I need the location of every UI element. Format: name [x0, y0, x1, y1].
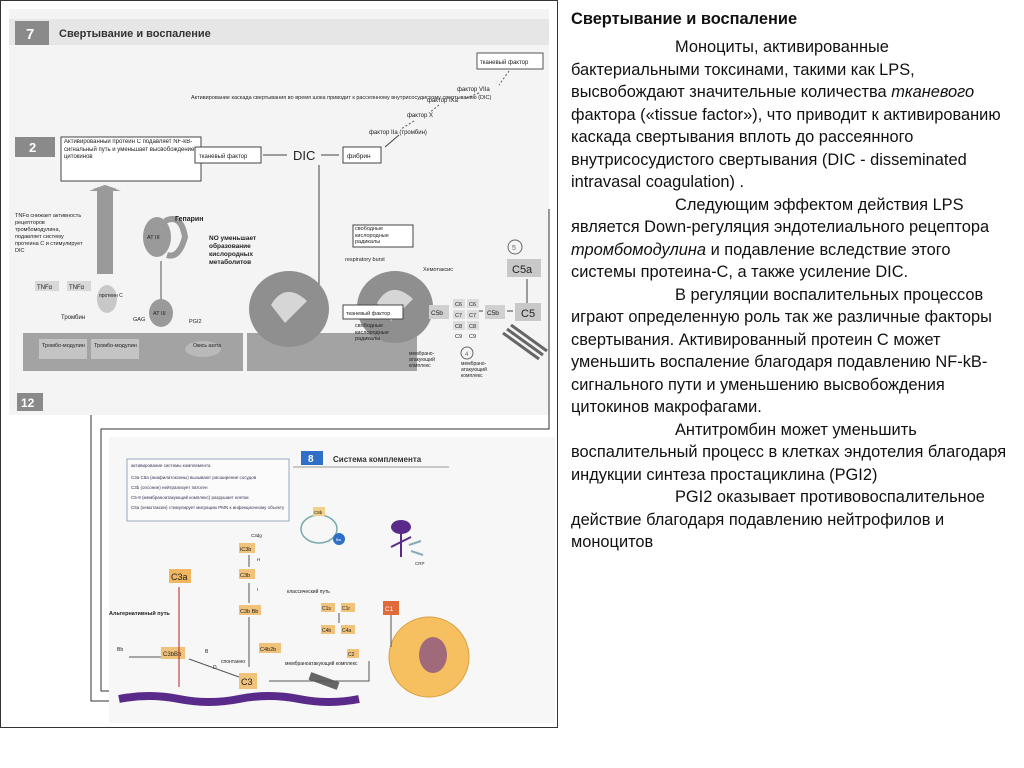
legend-1: активирование системы комплемента	[131, 463, 211, 468]
mac-label-2: мембрано-атакующий комплекс	[461, 361, 487, 379]
paragraph-2: Следующим эффектом действия LPS является…	[571, 195, 990, 282]
tissue-factor-left: тканевый фактор	[199, 153, 248, 160]
coagulation-diagram: 7 Свертывание и воспаление тканевый факт…	[9, 19, 549, 411]
ba: Ba	[336, 537, 342, 542]
gag: GAG	[133, 317, 145, 323]
num-4: 4	[465, 352, 469, 358]
factor-viia: фактор VIIa	[457, 87, 490, 93]
c7b: C7	[469, 313, 476, 319]
thrombomodulin-1: Тромбо-модулин	[42, 343, 85, 349]
nitric-oxide: Окись азота	[193, 343, 221, 349]
spontaneous: спонтанно	[221, 659, 245, 665]
c9b: C9	[469, 334, 476, 340]
c4b2b: C4b2b	[260, 647, 276, 653]
panel-bottom-title: Система комплемента	[333, 455, 422, 464]
tnf-a-2: TNFα	[69, 285, 85, 291]
c3bbb-2: C3b Bb	[240, 609, 258, 615]
c3b-top: C3b	[240, 573, 250, 579]
badge-8: 8	[308, 454, 314, 465]
legend-5: C5a (хемотаксин) стимулирует миграцию PM…	[131, 505, 285, 510]
c3bbb: C3bBb	[163, 652, 182, 658]
bb-label: Bb	[117, 647, 123, 653]
h-label: H	[257, 557, 260, 562]
num-5: 5	[512, 245, 516, 252]
c6: C6	[455, 302, 462, 308]
heparin: Гепарин	[175, 216, 203, 223]
legend-4: C5-9 (мембраноатакующий комплекс) разруш…	[131, 494, 249, 500]
alt-path: Альтернативный путь	[109, 610, 170, 617]
b-label: B	[205, 649, 209, 655]
c1s: C1s	[322, 606, 331, 612]
complement-diagram: 8 Система комплемента активирование сист…	[109, 451, 470, 706]
dic-label: DIC	[293, 148, 315, 163]
dic-note: Активирование каскада свертывания во вре…	[191, 95, 492, 101]
factor-iia: фактор IIa (тромбин)	[369, 130, 427, 136]
factor-ixa: фактор IXa	[427, 98, 459, 104]
coagulation-panel: 7 Свертывание и воспаление тканевый факт…	[9, 9, 549, 415]
chemotaxis: Хемотаксис	[423, 267, 453, 273]
c5b-right: C5b	[487, 310, 499, 317]
c3dg: C3dg	[251, 533, 262, 538]
c7: C7	[455, 313, 462, 319]
tissue-factor-right: тканевый фактор	[346, 310, 390, 317]
up-arrow	[93, 185, 117, 274]
tissue-factor-top: тканевый фактор	[480, 59, 529, 66]
tnf-a-1: TNFα	[37, 285, 53, 291]
figure-image: 7 Свертывание и воспаление тканевый факт…	[0, 0, 558, 728]
badge-7: 7	[26, 26, 34, 43]
thrombomodulin-2: Тромбо-модулин	[94, 343, 137, 349]
panel-top-title: Свертывание и воспаление	[59, 28, 211, 40]
text-heading: Свертывание и воспаление	[571, 10, 798, 28]
free-radicals-bottom: свободные кислородные радикалы	[355, 323, 389, 342]
protein-c: протеин C	[99, 293, 123, 299]
c8b-box: C8b	[314, 510, 323, 515]
c9: C9	[455, 334, 462, 340]
legend-2: C3a C5a (анафилатоксины) вызывают расшир…	[131, 475, 257, 480]
paragraph-4: Антитромбин может уменьшить воспалительн…	[571, 420, 1007, 484]
at3-mid: AT III	[153, 311, 166, 317]
complement-panel: 8 Система комплемента активирование сист…	[109, 437, 555, 723]
paragraph-1: Моноциты, активированные бактериальными …	[571, 38, 1001, 191]
thrombin: Тромбин	[61, 315, 85, 321]
classic-path: классический путь	[287, 588, 330, 595]
paragraph-5: PGI2 оказывает противовоспалительное дей…	[571, 488, 985, 551]
protein-c-note: Активированный протеин C подавляет NF-kB…	[64, 139, 195, 160]
tnf-note: TNFα снижает активность рецепторов тромб…	[15, 213, 83, 254]
free-radicals-top: свободные кислородные радикалы	[355, 226, 389, 245]
fibrin-label: фибрин	[347, 152, 371, 160]
badge-2: 2	[29, 140, 36, 155]
crp: CRP	[415, 561, 425, 566]
c5b-left: C5b	[431, 310, 443, 317]
explanation-text: Свертывание и воспаление Моноциты, актив…	[571, 8, 1017, 758]
c2: C2	[348, 652, 355, 658]
mac-label-1: мембрано-атакующий комплекс	[409, 351, 435, 369]
pgi2: PGI2	[189, 319, 202, 325]
c5: C5	[521, 308, 535, 320]
badge-12: 12	[21, 396, 35, 410]
c5a: C5a	[512, 264, 533, 276]
c1r: C1r	[342, 606, 350, 612]
legend-3: C3b (опсонин) нейтрализует патоген	[131, 484, 208, 490]
c3a: C3a	[171, 572, 188, 582]
c8b: C8	[469, 324, 476, 330]
c4a: C4a	[342, 628, 351, 634]
c6b: C6	[469, 302, 476, 308]
paragraph-3: В регуляции воспалительных процессов игр…	[571, 285, 992, 417]
i-label: I	[257, 587, 258, 592]
respiratory-burst: respiratory burst	[345, 257, 385, 263]
factor-x: фактор X	[407, 113, 433, 119]
c1q: C1	[385, 606, 394, 613]
c3: C3	[241, 677, 253, 687]
at3-top: AT III	[147, 235, 160, 241]
membrane-bottom	[118, 692, 360, 706]
mac-bottom: мембраноатакующий комплекс	[285, 660, 358, 667]
c8: C8	[455, 324, 462, 330]
no-note: NO уменьшает образование кислородных мет…	[209, 235, 257, 266]
c4b: C4b	[322, 628, 331, 634]
ic3b: iC3b	[240, 547, 251, 553]
badge-7-shape	[15, 21, 49, 45]
